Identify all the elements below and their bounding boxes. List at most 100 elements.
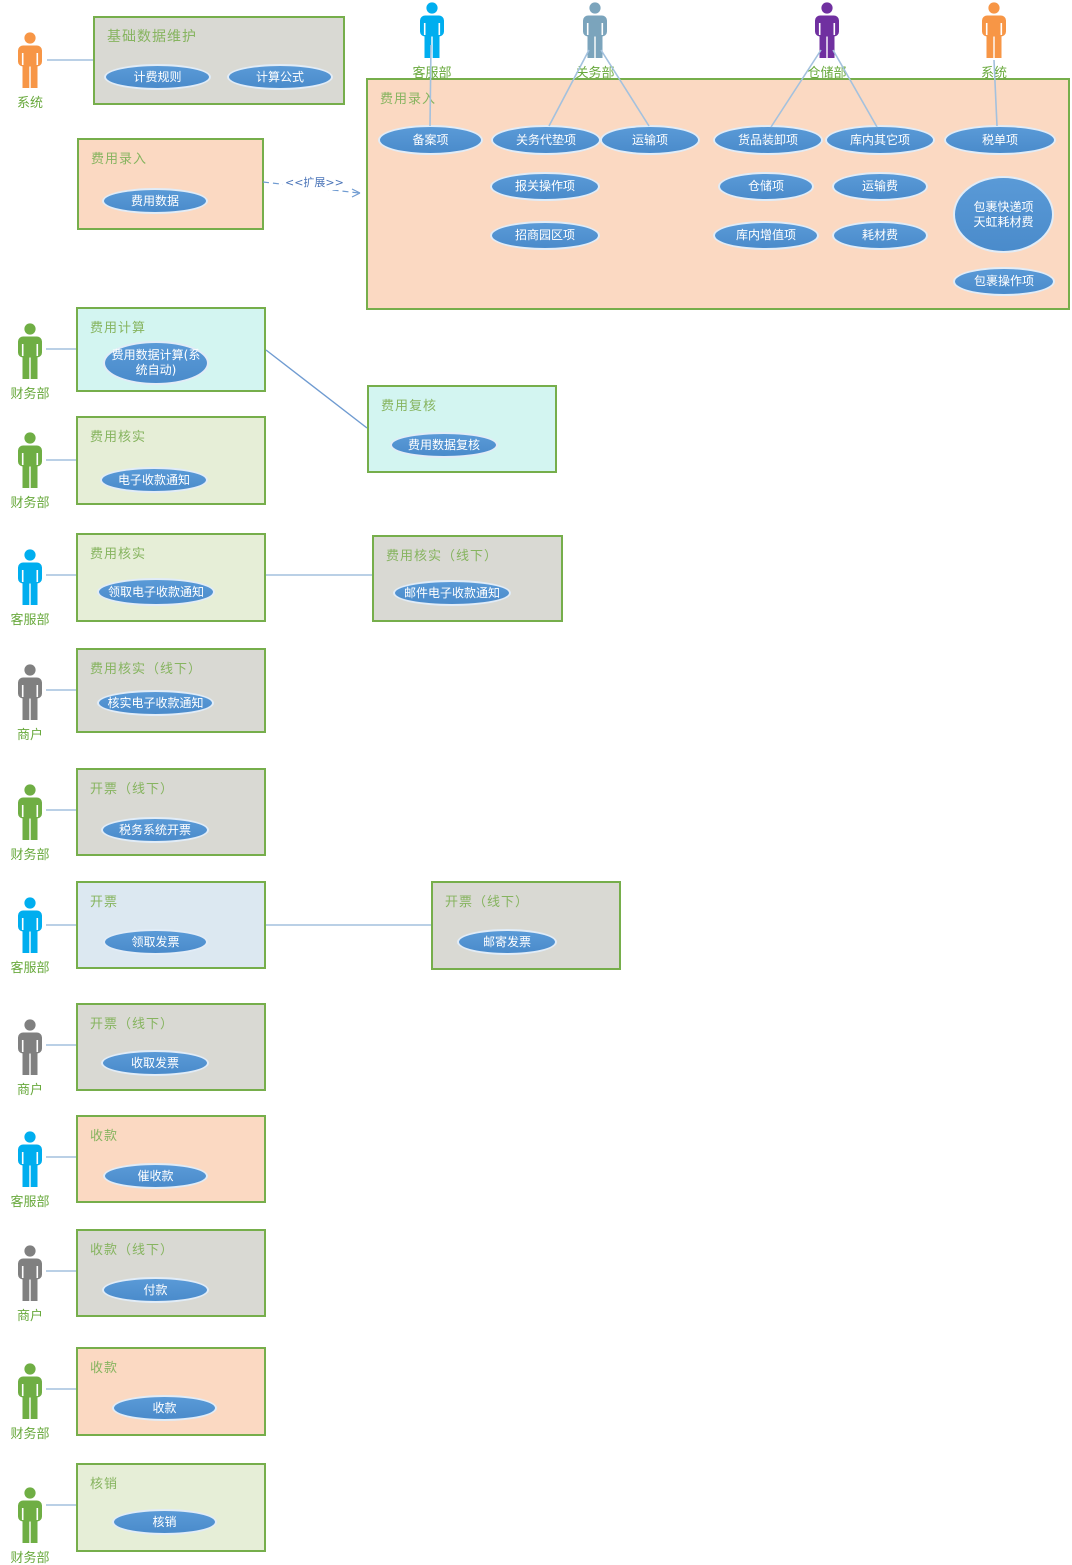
actor-label: 客服部 (10, 961, 50, 976)
person-icon (415, 2, 449, 60)
box-invoice-offline-finance: 开票（线下） (76, 768, 266, 856)
person-icon (13, 1131, 47, 1189)
box-base-data-maintenance: 基础数据维护 (93, 16, 345, 105)
actor-shanghu: 商户 (0, 664, 60, 743)
box-invoice-offline-merchant: 开票（线下） (76, 1003, 266, 1091)
actor-label: 客服部 (412, 66, 452, 81)
person-icon (13, 1245, 47, 1303)
box-title: 收款 (90, 1129, 119, 1144)
person-icon (13, 784, 47, 842)
usecase-get-epay-notice: 领取电子收款通知 (97, 578, 215, 606)
usecase-beian: 备案项 (378, 125, 483, 155)
usecase-haocai-fei: 耗材费 (832, 221, 928, 250)
box-title: 费用录入 (380, 92, 437, 107)
usecase-collect: 收款 (112, 1395, 217, 1421)
box-title: 费用核实（线下） (90, 662, 203, 677)
usecase-yunshu-fei: 运输费 (832, 172, 928, 201)
usecase-baoguo-caozuo: 包裹操作项 (953, 267, 1055, 296)
actor-guanwubu-top: 关务部 (565, 2, 625, 81)
box-title: 开票（线下） (90, 782, 175, 797)
actor-label: 财务部 (10, 848, 50, 863)
extend-arrowhead (351, 188, 361, 198)
usecase-mail-epay-notice: 邮件电子收款通知 (393, 580, 511, 606)
usecase-baoguo-kuaidi: 包裹快递项 天虹耗材费 (953, 176, 1054, 253)
actor-caiwubu: 财务部 (0, 323, 60, 402)
box-title: 开票（线下） (90, 1017, 175, 1032)
actor-label: 财务部 (10, 1427, 50, 1442)
person-icon (13, 1363, 47, 1421)
usecase-kunei-qita: 库内其它项 (825, 125, 935, 155)
usecase-urge-payment: 催收款 (103, 1163, 208, 1189)
usecase-huopin-zhuangxie: 货品装卸项 (713, 125, 823, 155)
box-title: 费用复核 (381, 399, 438, 414)
usecase-billing-rule: 计费规则 (104, 64, 211, 90)
box-title: 费用核实 (90, 430, 147, 445)
usecase-fee-data-review: 费用数据复核 (390, 432, 498, 458)
person-icon (977, 2, 1011, 60)
actor-label: 客服部 (10, 613, 50, 628)
actor-kefubu-top: 客服部 (402, 2, 462, 81)
box-fee-review: 费用复核 (367, 385, 557, 473)
box-fee-entry-small: 费用录入 (77, 138, 264, 230)
box-verify-offline-right: 费用核实（线下） (372, 535, 563, 622)
usecase-epay-notice: 电子收款通知 (100, 467, 208, 493)
actor-cangchubu-top: 仓储部 (797, 2, 857, 81)
actor-kefubu: 客服部 (0, 549, 60, 628)
usecase-get-invoice: 领取发票 (103, 929, 208, 955)
usecase-verify-epay-notice: 核实电子收款通知 (97, 690, 214, 716)
actor-label: 客服部 (10, 1195, 50, 1210)
actor-label: 财务部 (10, 1551, 50, 1565)
usecase-guanwu-daidian: 关务代垫项 (491, 125, 601, 155)
box-fee-entry-big: 费用录入 (366, 78, 1070, 310)
usecase-zhaoshang-yuanqu: 招商园区项 (490, 221, 600, 250)
usecase-fee-data: 费用数据 (102, 188, 208, 214)
actor-caiwubu: 财务部 (0, 1363, 60, 1442)
actor-system-left: 系统 (0, 32, 60, 111)
usecase-tax-system-invoice: 税务系统开票 (101, 817, 209, 843)
box-title: 费用录入 (91, 152, 148, 167)
actor-label: 财务部 (10, 496, 50, 511)
box-invoice: 开票 (76, 881, 266, 969)
person-icon (13, 32, 47, 90)
person-icon (13, 432, 47, 490)
actor-caiwubu: 财务部 (0, 432, 60, 511)
person-icon (13, 1487, 47, 1545)
box-collect-finance: 收款 (76, 1347, 266, 1436)
box-collect-offline-merchant: 收款（线下） (76, 1229, 266, 1317)
person-icon (13, 549, 47, 607)
link-calc-review (265, 349, 368, 429)
actor-label: 财务部 (10, 387, 50, 402)
actor-label: 商户 (16, 1309, 43, 1324)
actor-shanghu: 商户 (0, 1245, 60, 1324)
person-icon (13, 897, 47, 955)
usecase-mail-invoice: 邮寄发票 (457, 929, 557, 955)
person-icon (13, 323, 47, 381)
usecase-calc-formula: 计算公式 (227, 64, 333, 90)
box-title: 开票（线下） (445, 895, 530, 910)
box-title: 费用计算 (90, 321, 147, 336)
usecase-cangchu: 仓储项 (718, 172, 814, 201)
actor-label: 商户 (16, 728, 43, 743)
actor-shanghu: 商户 (0, 1019, 60, 1098)
box-writeoff: 核销 (76, 1463, 266, 1552)
usecase-pay: 付款 (102, 1277, 209, 1303)
box-title: 费用核实（线下） (386, 549, 499, 564)
usecase-writeoff: 核销 (112, 1509, 217, 1535)
person-icon (13, 1019, 47, 1077)
usecase-yunshu: 运输项 (600, 125, 700, 155)
box-invoice-offline-right: 开票（线下） (431, 881, 621, 970)
usecase-kunei-zengzhi: 库内增值项 (713, 221, 819, 250)
person-icon (810, 2, 844, 60)
person-icon (578, 2, 612, 60)
actor-label: 商户 (16, 1083, 43, 1098)
actor-caiwubu: 财务部 (0, 1487, 60, 1565)
person-icon (13, 664, 47, 722)
usecase-shuidan: 税单项 (944, 125, 1056, 155)
box-title: 收款 (90, 1361, 119, 1376)
actor-kefubu: 客服部 (0, 897, 60, 976)
box-title: 收款（线下） (90, 1243, 175, 1258)
actor-kefubu: 客服部 (0, 1131, 60, 1210)
box-title: 基础数据维护 (107, 29, 197, 45)
actor-label: 系统 (16, 96, 43, 111)
